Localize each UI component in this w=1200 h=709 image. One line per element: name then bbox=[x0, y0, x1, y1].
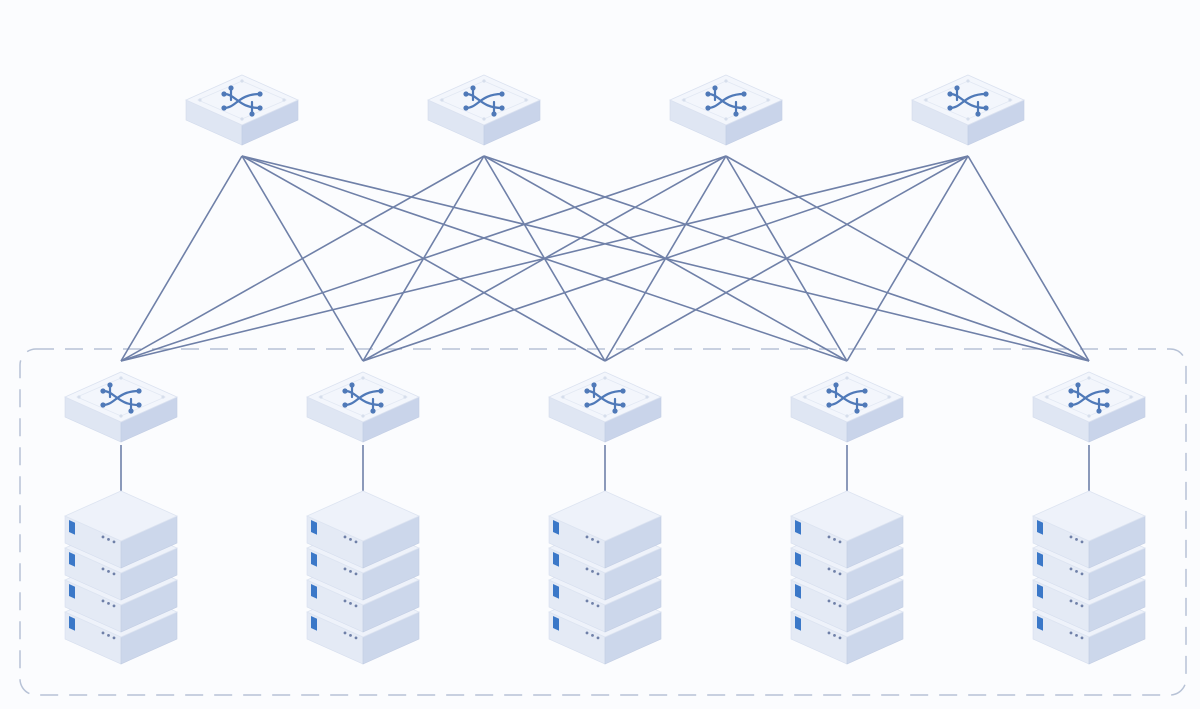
server-led bbox=[69, 616, 75, 631]
network-switch-icon bbox=[947, 85, 989, 117]
server-led bbox=[69, 584, 75, 599]
server-unit bbox=[1032, 490, 1146, 569]
server-led bbox=[311, 552, 317, 567]
server-unit bbox=[64, 490, 178, 569]
network-switch-icon bbox=[1068, 382, 1110, 414]
server-rack-2 bbox=[306, 490, 420, 665]
server-layer bbox=[64, 490, 1146, 665]
leaf-layer bbox=[64, 371, 1146, 443]
server-led bbox=[553, 552, 559, 567]
server-unit bbox=[790, 490, 904, 569]
leaf-switch-3 bbox=[548, 371, 662, 443]
server-rack-1 bbox=[64, 490, 178, 665]
network-switch-icon bbox=[221, 85, 263, 117]
server-led bbox=[1037, 520, 1043, 535]
server-led bbox=[795, 616, 801, 631]
spine-leaf-link bbox=[120, 155, 243, 362]
server-led bbox=[311, 616, 317, 631]
server-led bbox=[311, 584, 317, 599]
server-led bbox=[1037, 584, 1043, 599]
server-rack-3 bbox=[548, 490, 662, 665]
server-led bbox=[795, 520, 801, 535]
spine-layer bbox=[185, 74, 1025, 146]
spine-switch-3 bbox=[669, 74, 783, 146]
server-led bbox=[553, 616, 559, 631]
server-led bbox=[1037, 552, 1043, 567]
spine-leaf-link bbox=[967, 155, 1090, 362]
spine-switch-4 bbox=[911, 74, 1025, 146]
network-switch-icon bbox=[705, 85, 747, 117]
server-unit bbox=[306, 490, 420, 569]
spine-switch-1 bbox=[185, 74, 299, 146]
spine-leaf-link bbox=[604, 155, 969, 362]
server-led bbox=[795, 584, 801, 599]
server-led bbox=[553, 520, 559, 535]
spine-leaf-link bbox=[120, 155, 727, 362]
spine-switch-2 bbox=[427, 74, 541, 146]
server-rack-5 bbox=[1032, 490, 1146, 665]
server-led bbox=[69, 520, 75, 535]
leaf-switch-2 bbox=[306, 371, 420, 443]
server-led bbox=[1037, 616, 1043, 631]
server-rack-4 bbox=[790, 490, 904, 665]
link-layer bbox=[120, 155, 1090, 362]
spine-leaf-link bbox=[120, 155, 969, 362]
spine-leaf-link bbox=[362, 155, 969, 362]
server-unit bbox=[548, 490, 662, 569]
leaf-switch-5 bbox=[1032, 371, 1146, 443]
uplink-layer bbox=[120, 445, 1090, 492]
network-switch-icon bbox=[342, 382, 384, 414]
network-switch-icon bbox=[463, 85, 505, 117]
network-switch-icon bbox=[826, 382, 868, 414]
server-led bbox=[795, 552, 801, 567]
server-led bbox=[69, 552, 75, 567]
leaf-switch-4 bbox=[790, 371, 904, 443]
leaf-group-boundary bbox=[19, 348, 1187, 696]
server-led bbox=[553, 584, 559, 599]
network-switch-icon bbox=[584, 382, 626, 414]
spine-leaf-link bbox=[846, 155, 969, 362]
network-switch-icon bbox=[100, 382, 142, 414]
leaf-switch-1 bbox=[64, 371, 178, 443]
server-led bbox=[311, 520, 317, 535]
spine-leaf-link bbox=[120, 155, 485, 362]
